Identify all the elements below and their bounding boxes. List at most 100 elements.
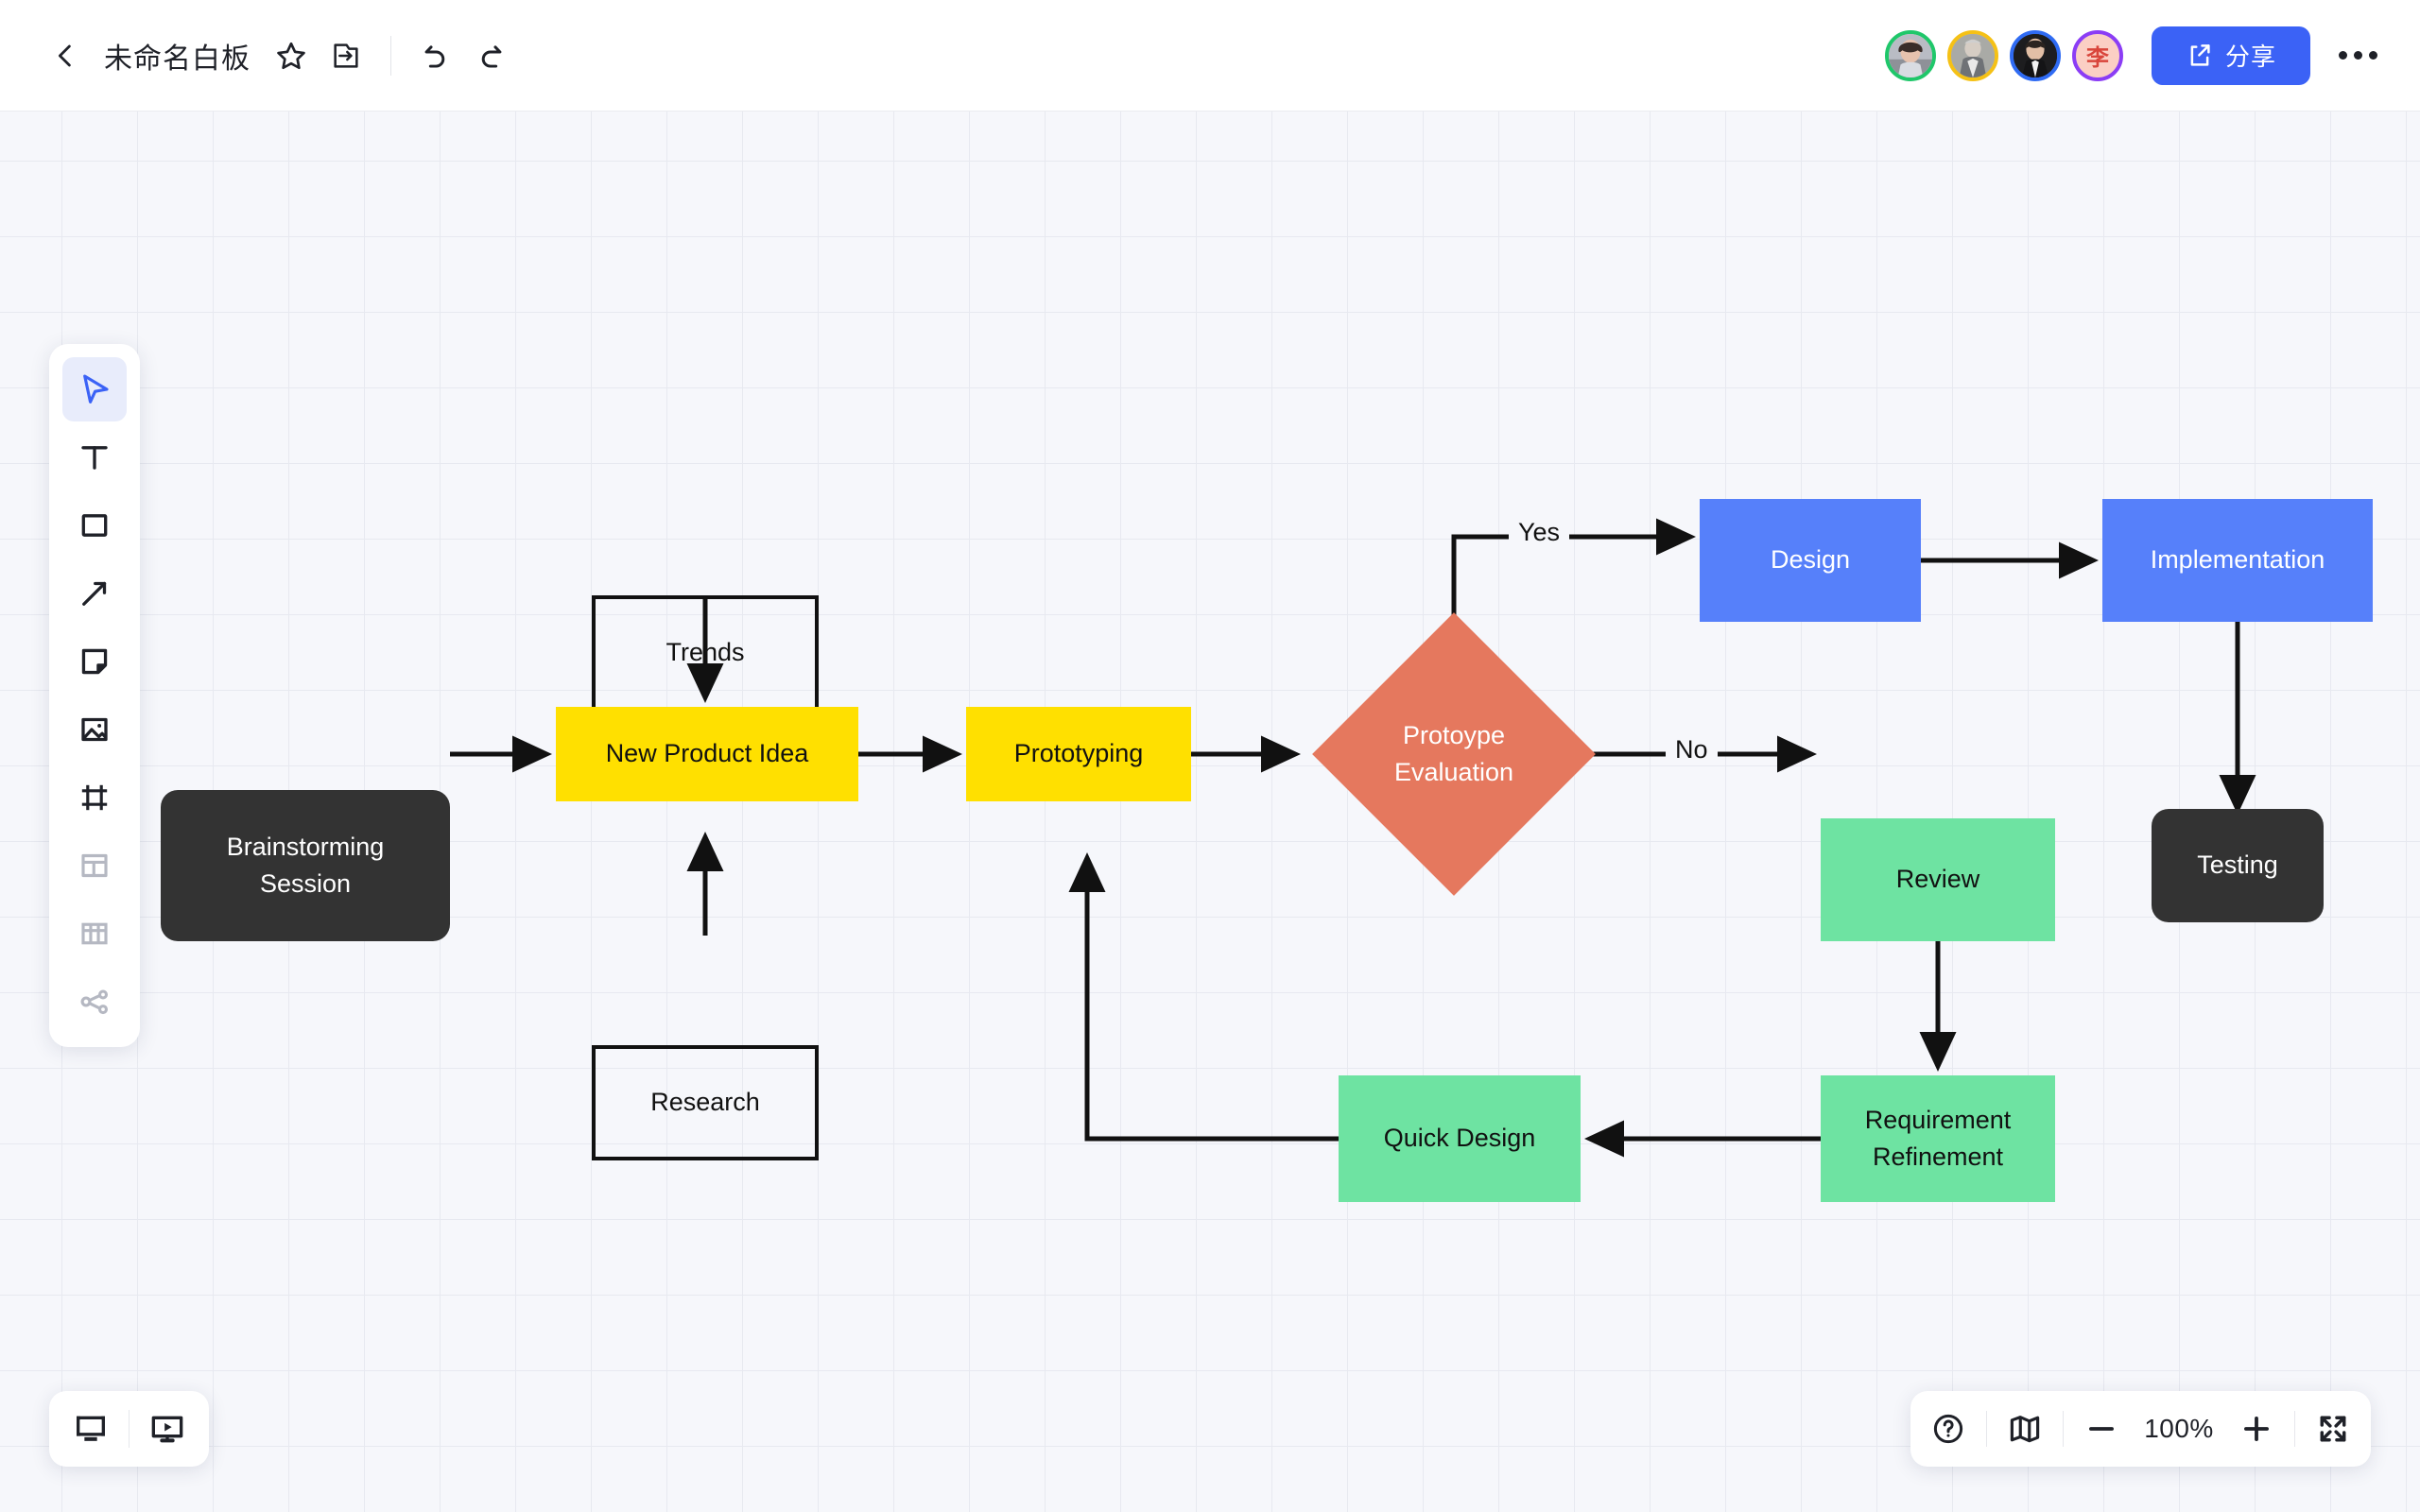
share-button-label: 分享	[2224, 43, 2276, 71]
tool-text[interactable]	[62, 425, 127, 490]
avatar[interactable]	[1947, 29, 1998, 81]
whiteboard-canvas[interactable]: Brainstorming Session Trends Research Ne…	[0, 112, 2420, 1512]
bottom-left-divider	[129, 1410, 130, 1448]
tool-mindmap[interactable]	[62, 970, 127, 1034]
star-icon	[277, 42, 305, 69]
header-right-group: 李 分享	[1885, 26, 2388, 85]
flow-node-quick-design[interactable]: Quick Design	[1339, 1075, 1581, 1202]
zoom-out-button[interactable]	[2075, 1400, 2128, 1458]
flow-node-trends[interactable]: Trends	[592, 595, 819, 711]
flow-node-protoype-evaluation[interactable]: Protoype Evaluation	[1312, 612, 1596, 896]
bottom-left-toolbar	[49, 1391, 209, 1467]
flow-node-testing[interactable]: Testing	[2152, 809, 2324, 922]
expand-fullscreen-icon	[2320, 1416, 2346, 1442]
redo-button[interactable]	[463, 28, 518, 83]
avatar[interactable]: 李	[2072, 29, 2123, 81]
node-label-line: Prototyping	[1013, 739, 1144, 768]
tool-connector[interactable]	[62, 561, 127, 626]
node-label-line: Quick Design	[1383, 1124, 1536, 1153]
select-cursor-icon	[83, 374, 109, 404]
node-label-line: Requirement	[1864, 1105, 2012, 1134]
flow-node-brainstorming[interactable]: Brainstorming Session	[161, 790, 450, 941]
map-icon	[2010, 1416, 2040, 1443]
text-icon	[81, 446, 108, 470]
minus-icon	[2089, 1427, 2114, 1431]
help-circle-icon	[1933, 1414, 1963, 1444]
zoombar-divider-1	[1986, 1411, 1987, 1447]
avatar-photo-1	[1889, 33, 1932, 77]
edge-label-yes: Yes	[1509, 518, 1570, 547]
tool-table[interactable]	[62, 902, 127, 966]
fit-screen-button[interactable]	[2307, 1400, 2360, 1458]
presentation-play-icon	[151, 1416, 183, 1443]
edge-label-no: No	[1666, 735, 1718, 765]
undo-icon	[424, 44, 445, 68]
avatar-initial: 李	[2086, 45, 2109, 71]
favorite-star-button[interactable]	[264, 28, 319, 83]
redo-icon	[481, 44, 502, 68]
node-label-line: Review	[1895, 865, 1980, 894]
flow-node-prototyping[interactable]: Prototyping	[966, 707, 1191, 801]
tool-frame[interactable]	[62, 765, 127, 830]
flow-node-review[interactable]: Review	[1821, 818, 2055, 941]
tool-template[interactable]	[62, 833, 127, 898]
share-export-icon	[2190, 43, 2210, 66]
node-label-line: Trends	[666, 638, 745, 667]
more-options-button[interactable]	[2327, 28, 2388, 83]
frame-icon	[81, 784, 108, 811]
sticky-note-icon	[81, 648, 108, 675]
node-label-line: Testing	[2197, 850, 2278, 880]
page-title: 未命名白板	[104, 43, 251, 75]
zoombar-divider-2	[2063, 1411, 2064, 1447]
minimap-button[interactable]	[1998, 1400, 2051, 1458]
collaborator-avatars: 李	[1885, 29, 2123, 81]
table-icon	[81, 922, 108, 945]
node-label-line: Session	[259, 869, 352, 898]
tool-image[interactable]	[62, 697, 127, 762]
arrow-line-icon	[82, 581, 107, 606]
tool-select[interactable]	[62, 357, 127, 421]
tool-sticky-note[interactable]	[62, 629, 127, 694]
header-left-group: 未命名白板	[38, 28, 518, 83]
frame-list-icon	[77, 1416, 105, 1441]
avatar-photo-3	[2014, 33, 2057, 77]
flow-node-implementation[interactable]: Implementation	[2102, 499, 2373, 622]
node-label-line: Brainstorming	[226, 832, 385, 861]
zoom-level-value[interactable]: 100%	[2144, 1414, 2214, 1443]
node-label-line: Research	[650, 1088, 760, 1117]
move-to-folder-button[interactable]	[319, 28, 373, 83]
flow-node-new-product-idea[interactable]: New Product Idea	[556, 707, 858, 801]
tool-shape[interactable]	[62, 493, 127, 558]
rectangle-icon	[81, 514, 108, 537]
flow-node-research[interactable]: Research	[592, 1045, 819, 1160]
move-to-folder-icon	[334, 43, 358, 68]
node-label-line: Implementation	[2150, 545, 2325, 575]
node-label-line: Design	[1770, 545, 1851, 575]
avatar[interactable]	[1885, 29, 1936, 81]
flowchart: Brainstorming Session Trends Research Ne…	[0, 112, 2420, 1512]
chevron-left-icon	[59, 44, 71, 66]
help-button[interactable]	[1922, 1400, 1975, 1458]
image-icon	[81, 717, 108, 742]
header-divider	[390, 35, 391, 76]
avatar-photo-2	[1951, 33, 1995, 77]
share-button[interactable]: 分享	[2152, 26, 2310, 85]
flow-node-design[interactable]: Design	[1700, 499, 1921, 622]
present-button[interactable]	[133, 1399, 201, 1459]
back-button[interactable]	[38, 28, 93, 83]
app-header: 未命名白板	[0, 0, 2420, 112]
mindmap-icon	[80, 989, 109, 1015]
node-label-line: Refinement	[1872, 1143, 2004, 1171]
zoom-toolbar: 100%	[1910, 1391, 2371, 1467]
zoom-in-button[interactable]	[2230, 1400, 2283, 1458]
node-label-line: New Product Idea	[605, 739, 809, 768]
flow-node-requirement-refinement[interactable]: Requirement Refinement	[1821, 1075, 2055, 1202]
avatar[interactable]	[2010, 29, 2061, 81]
node-label-line: Protoype	[1402, 720, 1506, 749]
plus-icon	[2244, 1417, 2269, 1441]
frames-panel-button[interactable]	[57, 1399, 125, 1459]
undo-button[interactable]	[408, 28, 463, 83]
layout-template-icon	[81, 853, 108, 878]
node-label-line: Evaluation	[1393, 758, 1514, 786]
